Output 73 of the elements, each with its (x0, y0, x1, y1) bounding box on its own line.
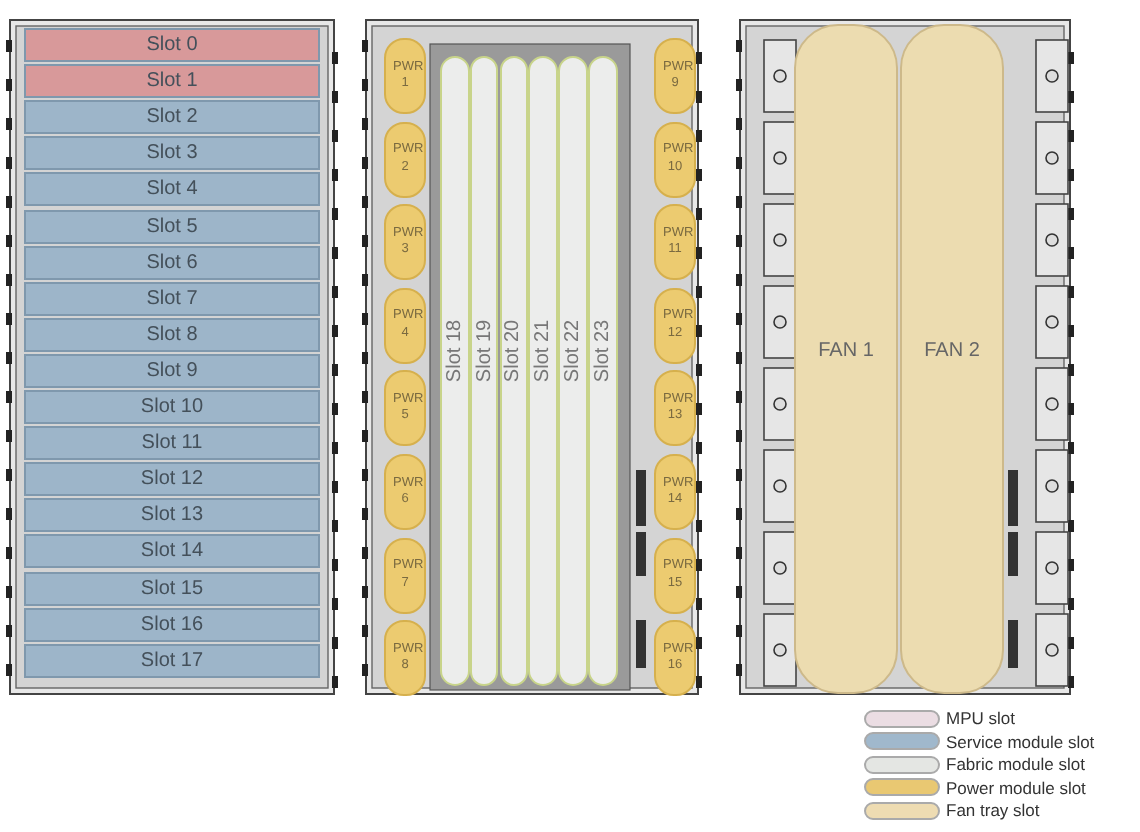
service-slot (24, 172, 320, 207)
slot-label: Slot 20 (502, 319, 525, 383)
fabric-slot (440, 56, 470, 686)
power-module-slot (654, 454, 696, 530)
legend-label: Service module slot (946, 731, 1095, 751)
service-slot (24, 498, 320, 533)
service-slot (24, 426, 320, 461)
slot-label: Slot 11 (141, 432, 203, 455)
slot-label: Slot 12 (140, 468, 204, 491)
power-module-slot (654, 537, 696, 614)
power-module-slot (654, 38, 696, 114)
power-module-slot (384, 454, 426, 530)
slot-label: Slot 22 (562, 319, 584, 383)
slot-label: Slot 23 (591, 319, 614, 383)
fabric-slot (528, 56, 558, 686)
fabric-slot (469, 56, 499, 686)
service-slot (24, 245, 320, 280)
power-module-slot (384, 620, 426, 697)
slot-label: FAN 1 (818, 340, 874, 362)
power-module-slot (384, 38, 426, 114)
power-module-slot (654, 204, 696, 281)
power-module-slot (384, 204, 426, 281)
slot-label: Slot 7 (146, 287, 198, 310)
power-module-slot (654, 620, 696, 697)
service-slot (24, 100, 320, 135)
power-module-slot (384, 121, 426, 198)
fabric-slot (499, 56, 529, 686)
service-slot (24, 317, 320, 352)
service-slot (24, 209, 320, 243)
power-module-slot (384, 287, 426, 364)
service-slot (24, 534, 320, 569)
power-module-slot (384, 370, 426, 447)
fan-tray-slot (900, 24, 1004, 694)
legend-label: Power module slot (946, 777, 1086, 797)
slot-label: Slot 21 (532, 319, 555, 383)
service-slot (24, 571, 320, 605)
service-slot (24, 136, 320, 171)
mpu-slot (24, 28, 320, 62)
power-module-slot (654, 287, 696, 364)
slot-label: Slot 16 (140, 613, 204, 636)
service-slot (24, 390, 320, 424)
slot-label: Slot 1 (146, 70, 198, 93)
service-slot (24, 643, 320, 678)
service-slot (24, 353, 320, 388)
legend-label: Fabric module slot (946, 754, 1085, 774)
power-module-slot (654, 121, 696, 198)
slot-label: Slot 19 (473, 319, 496, 383)
slot-label: Slot 14 (140, 540, 204, 563)
service-slot (24, 607, 320, 642)
slot-label: Slot 8 (146, 323, 198, 346)
slot-label: Slot 5 (146, 215, 198, 237)
slot-label: Slot 9 (146, 359, 198, 382)
slot-label: Slot 3 (146, 142, 198, 165)
legend-label: MPU slot (946, 708, 1015, 728)
power-module-slot (384, 537, 426, 614)
slot-label: Slot 13 (140, 504, 204, 527)
fabric-slot (558, 56, 588, 686)
service-slot (24, 281, 320, 316)
fan-tray-slot (794, 24, 898, 694)
slot-label: Slot 10 (140, 396, 204, 418)
slot-label: FAN 2 (924, 340, 980, 362)
power-module-slot (654, 370, 696, 447)
slot-label: Slot 4 (146, 178, 198, 201)
slot-label: Slot 17 (140, 649, 204, 672)
slot-label: Slot 15 (140, 577, 204, 599)
slot-label: Slot 2 (146, 106, 198, 129)
slot-label: Slot 18 (443, 319, 466, 383)
slot-label: Slot 6 (146, 251, 198, 274)
mpu-slot (24, 64, 320, 99)
legend-label: Fan tray slot (946, 800, 1040, 820)
service-slot (24, 462, 320, 497)
slot-label: Slot 0 (146, 34, 198, 56)
fabric-slot (588, 56, 618, 686)
